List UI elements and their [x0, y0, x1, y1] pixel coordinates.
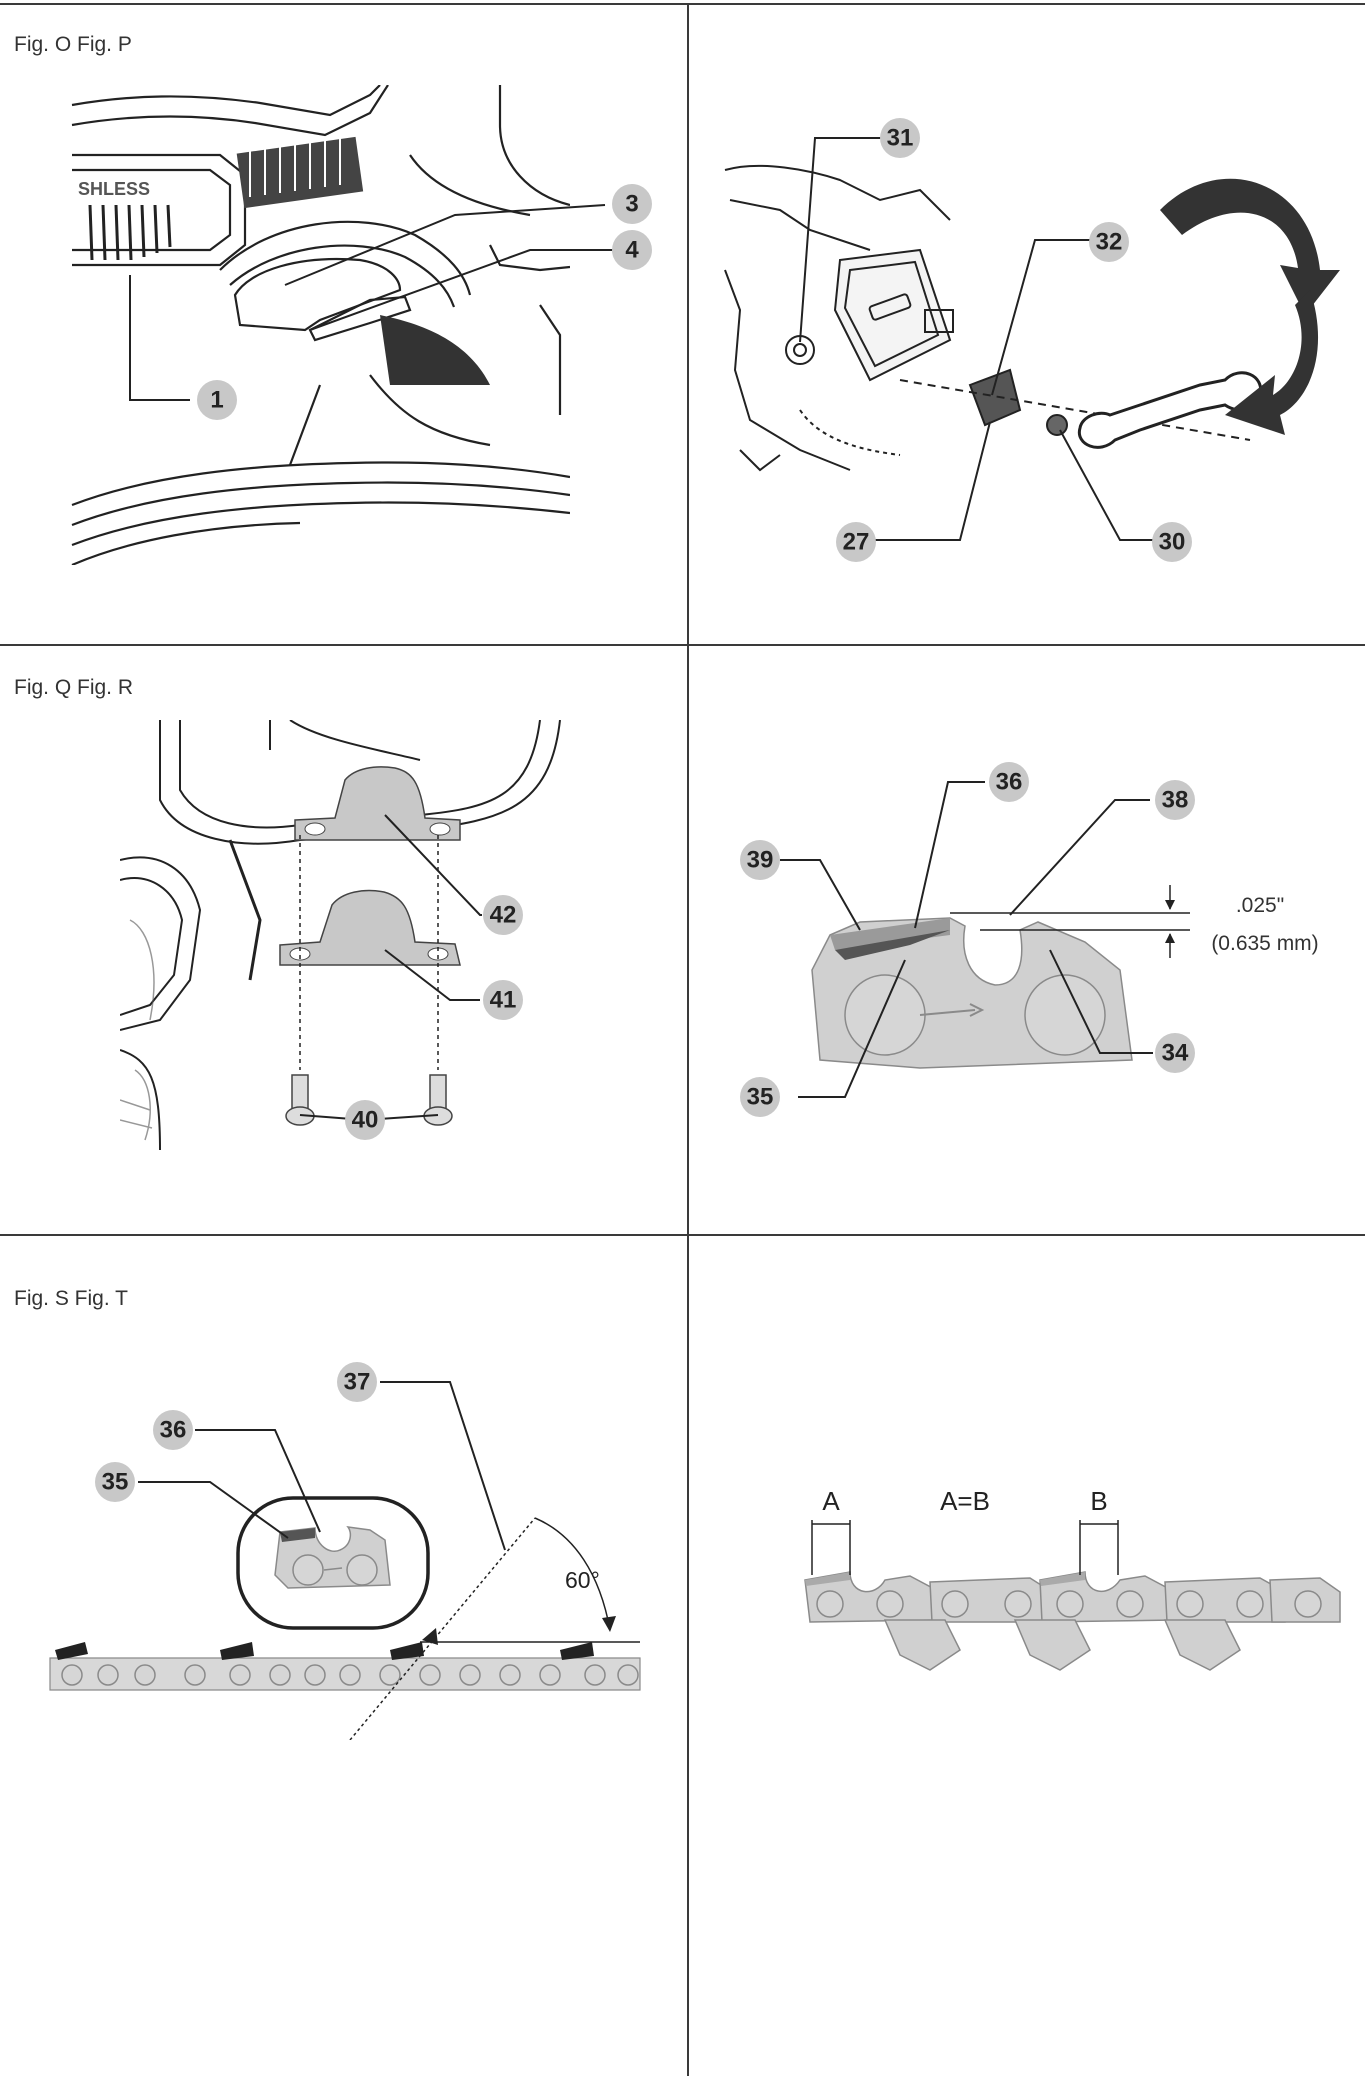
row-divider-1: [0, 644, 1365, 646]
svg-text:35: 35: [102, 1469, 129, 1496]
caption-fig-s-t: Fig. S Fig. T: [14, 1287, 128, 1310]
callout-36: 36: [989, 762, 1029, 802]
svg-text:1: 1: [210, 387, 223, 414]
svg-text:32: 32: [1096, 229, 1123, 256]
dimension-millimetres: (0.635 mm): [1211, 932, 1318, 955]
callout-3: 3: [612, 184, 652, 224]
fig-o-callouts: 3 4 1: [129, 184, 652, 420]
callout-37: 37: [337, 1362, 377, 1402]
callout-41: 41: [483, 980, 523, 1020]
callout-40: 40: [345, 1100, 385, 1140]
svg-text:37: 37: [344, 1369, 371, 1396]
callout-1: 1: [197, 380, 237, 420]
callout-35: 35: [95, 1462, 135, 1502]
callout-30: 30: [1152, 522, 1192, 562]
svg-text:41: 41: [490, 987, 517, 1014]
fig-r-callouts: 36 38 39 34 35: [740, 762, 1195, 1117]
svg-text:34: 34: [1162, 1040, 1189, 1067]
svg-text:35: 35: [747, 1084, 774, 1111]
row-divider-2: [0, 1234, 1365, 1236]
dimension-inches: .025": [1236, 894, 1284, 917]
callout-31: 31: [880, 118, 920, 158]
svg-text:27: 27: [843, 529, 870, 556]
callout-38: 38: [1155, 780, 1195, 820]
callout-35: 35: [740, 1077, 780, 1117]
fig-q-illustration: [120, 720, 561, 1150]
fig-p-callouts: 31 32 27 30: [799, 118, 1192, 562]
fig-s-callouts: 37 36 35: [95, 1362, 506, 1551]
svg-text:38: 38: [1162, 787, 1189, 814]
svg-text:31: 31: [887, 125, 914, 152]
fig-s-illustration: 60°: [49, 1496, 641, 1740]
svg-text:42: 42: [490, 902, 517, 929]
svg-text:40: 40: [352, 1107, 379, 1134]
angle-label: 60°: [565, 1567, 600, 1593]
callout-39: 39: [740, 840, 780, 880]
callout-34: 34: [1155, 1033, 1195, 1073]
svg-text:36: 36: [996, 769, 1023, 796]
svg-text:3: 3: [625, 191, 638, 218]
top-rule: [0, 3, 1365, 5]
fig-q-callouts: 42 41 40: [299, 814, 523, 1140]
fig-p-illustration: [724, 164, 1340, 472]
fig-o-illustration: SHLESS: [71, 85, 570, 565]
callout-27: 27: [836, 522, 876, 562]
svg-text:36: 36: [160, 1417, 187, 1444]
label-a: A: [822, 1486, 840, 1516]
svg-text:4: 4: [625, 237, 639, 264]
callout-32: 32: [1089, 222, 1129, 262]
chain-row: [49, 1642, 641, 1691]
callout-42: 42: [483, 895, 523, 935]
fig-o-brand-text: SHLESS: [78, 179, 150, 199]
label-b: B: [1090, 1486, 1107, 1516]
caption-fig-q-r: Fig. Q Fig. R: [14, 676, 134, 699]
caption-fig-o-p: Fig. O Fig. P: [14, 33, 132, 56]
svg-text:30: 30: [1159, 529, 1186, 556]
column-divider: [687, 3, 689, 2076]
callout-36: 36: [153, 1410, 193, 1450]
fig-t-illustration: A A=B B: [804, 1486, 1341, 1671]
callout-4: 4: [612, 230, 652, 270]
svg-text:39: 39: [747, 847, 774, 874]
label-a-equals-b: A=B: [940, 1486, 990, 1516]
